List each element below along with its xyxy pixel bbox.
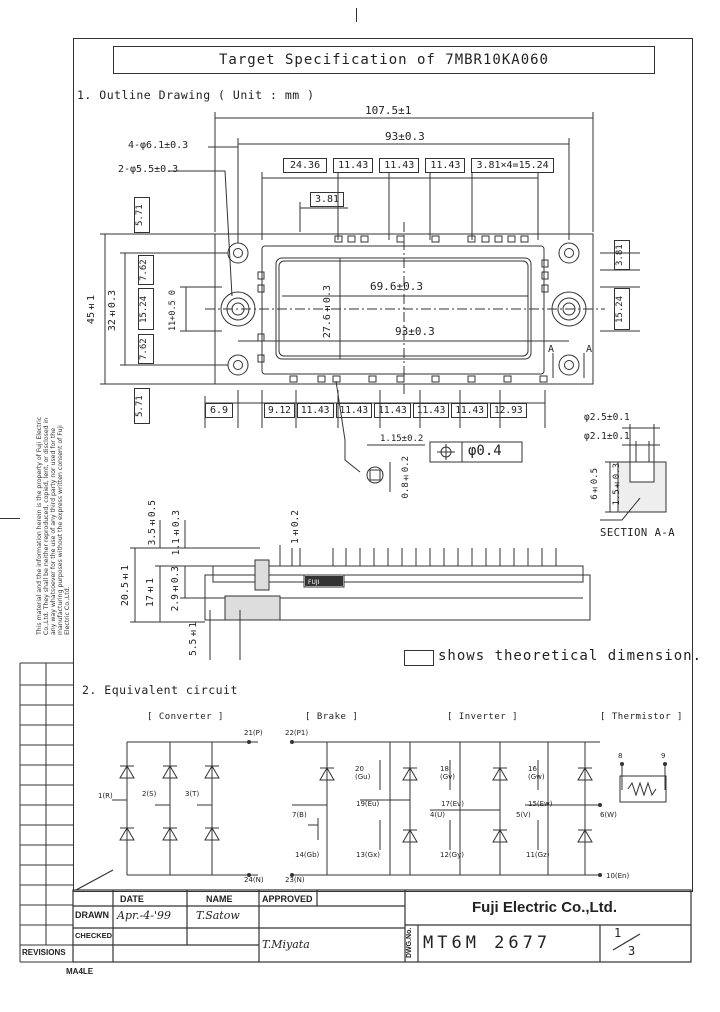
section-aa-label: SECTION A-A (600, 527, 676, 539)
pin-8: 8 (618, 752, 623, 760)
block-thermistor: [ Thermistor ] (600, 712, 683, 722)
dim-tol-115: 1.15±0.2 (380, 434, 424, 444)
dim-tol-position: φ0.4 (468, 443, 502, 459)
dim-pin-dia-a: φ2.5±0.1 (584, 412, 630, 423)
pin-3t: 3(T) (185, 790, 200, 798)
section-2-heading: 2. Equivalent circuit (82, 683, 238, 697)
dim-inner-69: 69.6±0.3 (370, 280, 423, 293)
block-brake: [ Brake ] (305, 712, 359, 722)
theoretical-dimension-legend-text: shows theoretical dimension. (438, 648, 703, 664)
tb-drawn-name: T.Satow (196, 909, 240, 922)
document-title: Target Specification of 7MBR10KA060 (113, 46, 655, 74)
dim-hole-2: 2-φ5.5±0.3 (118, 164, 179, 175)
dim-top-pitch-4: 11.43 (425, 158, 466, 173)
pin-2s: 2(S) (142, 790, 157, 798)
module-housing (261, 245, 545, 375)
dim-bottom-pitch-5: 11.43 (374, 403, 411, 418)
dim-top-pitch-2: 11.43 (333, 158, 374, 173)
pin-23n: 23(N) (285, 876, 305, 884)
pin-21p: 21(P) (244, 729, 263, 737)
block-converter: [ Converter ] (147, 712, 224, 722)
pin-6w: 6(W) (600, 811, 617, 819)
dim-bottom-pitch-7: 11.43 (451, 403, 488, 418)
tb-sheet-total: 3 (628, 944, 636, 958)
pin-5v: 5(V) (516, 811, 531, 819)
pin-4u: 4(U) (430, 811, 446, 819)
section-marker-a-right: A (586, 344, 593, 355)
dim-bottom-pitch-8: 12.93 (489, 403, 527, 418)
pin-20gu: 20 (Gu) (355, 765, 371, 781)
pin-12gy: 12(Gy) (440, 851, 464, 859)
dim-pin-dia-b: φ2.1±0.1 (584, 431, 630, 442)
pin-1r: 1(R) (98, 792, 113, 800)
dim-bottom-pitch-1: 6.9 (205, 403, 234, 418)
dim-top-pitch-1: 24.36 (283, 158, 328, 173)
dim-hole-pitch: 93±0.3 (385, 130, 425, 143)
section-1-heading: 1. Outline Drawing ( Unit : mm ) (77, 88, 315, 102)
dim-top-pitch-3: 11.43 (379, 158, 420, 173)
dim-top-pitch-5: 3.81×4=15.24 (471, 158, 554, 173)
pin-10en: 10(En) (606, 872, 630, 880)
pin-22p1: 22(P1) (285, 729, 309, 737)
dim-hole-4: 4-φ6.1±0.3 (128, 140, 189, 151)
svg-text:FUJI: FUJI (308, 579, 320, 586)
tb-company: Fuji Electric Co.,Ltd. (472, 899, 618, 916)
pin-9: 9 (661, 752, 666, 760)
pin-14gb: 14(Gb) (295, 851, 320, 859)
pin-7b: 7(B) (292, 811, 307, 819)
tb-col-name: NAME (206, 894, 233, 904)
section-marker-a-left: A (548, 344, 555, 355)
bottom-pitch-row: 6.9 (205, 403, 234, 418)
pin-15ew: 15(Ew) (528, 800, 553, 808)
left-tick (0, 518, 20, 519)
dim-top-small: 3.81 (310, 192, 345, 207)
tb-col-approved: APPROVED (262, 894, 313, 904)
theoretical-dimension-legend-box (404, 650, 434, 666)
pin-11gz: 11(Gz) (526, 851, 550, 859)
tb-dwg-number: MT6M 2677 (423, 933, 552, 953)
tb-drawn-date: Apr.-4-'99 (117, 909, 171, 922)
tb-row-checked: CHECKED (75, 931, 113, 940)
tb-row-revisions: REVISIONS (22, 948, 66, 957)
dim-bottom-pitch-6: 11.43 (412, 403, 450, 418)
drawing-frame (73, 38, 693, 892)
pin-17ev: 17(Ev) (441, 800, 464, 808)
tb-sheet-number: 1 (614, 926, 622, 940)
block-inverter: [ Inverter ] (447, 712, 519, 722)
tb-col-date: DATE (120, 894, 144, 904)
pin-18gv: 18 (Gv) (440, 765, 456, 781)
pin-24n: 24(N) (244, 876, 264, 884)
tb-approved-signature: T.Miyata (262, 938, 310, 951)
dim-bottom-pitch-4: 11.43 (335, 403, 373, 418)
dim-bottom-pitch-2: 9.12 (264, 403, 295, 418)
tb-dwg-label: DWG.No. (406, 927, 413, 958)
bottom-pitch-row-2: 9.12 11.43 11.43 11.43 11.43 11.43 12.93 (264, 403, 527, 418)
tb-paper-size: MA4LE (66, 967, 94, 976)
top-tick (356, 8, 357, 22)
dim-bottom-pitch-3: 11.43 (296, 403, 334, 418)
tb-row-drawn: DRAWN (75, 910, 109, 920)
pin-19eu: 19(Eu) (356, 800, 380, 808)
dim-overall-length: 107.5±1 (365, 104, 412, 117)
pin-13gx: 13(Gx) (356, 851, 380, 859)
top-pitch-row: 24.36 11.43 11.43 11.43 3.81×4=15.24 (283, 158, 554, 173)
dim-inner-93: 93±0.3 (395, 325, 435, 338)
pin-16gw: 16 (Gw) (528, 765, 545, 781)
